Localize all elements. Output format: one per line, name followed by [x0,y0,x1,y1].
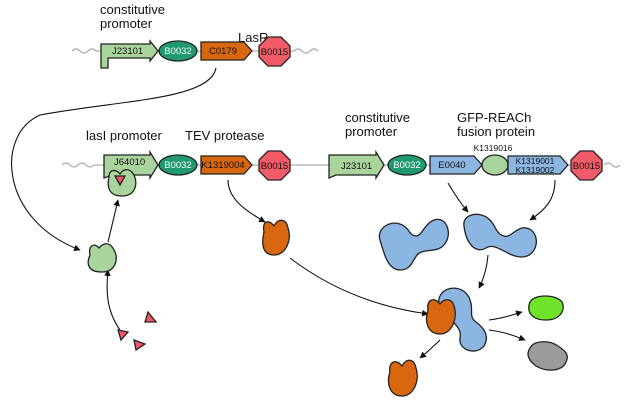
construct-3: J23101 B0032 E0040 K1319016 K1319001 K13… [325,143,621,181]
arrow-k1319-to-fusion [529,179,556,221]
promoter-glyph [100,39,159,69]
arrow-fusion-to-complex [478,254,489,289]
tev-protease-icon [425,299,456,335]
lasr-receptor-icon [87,243,117,273]
c2-terminator-label: B0015 [261,161,288,172]
terminator-glyph [570,150,603,181]
construct3-cds-title: GFP-REACh fusion protein [457,110,535,139]
grey-fragment-icon [527,341,568,371]
c3-cds2b-label: K1319002 [516,165,555,175]
lasr-ahl-complex-icon [107,168,137,197]
tev-protease-icon [262,219,290,256]
c1-promoter-title-line: constitutive [100,2,165,17]
arrow-e0040-to-fusion [447,182,469,213]
arrow-tev-cds-to-protein [227,179,266,223]
blue-fusion-protein-icon [463,213,537,258]
ahl-molecule-icon [133,338,147,352]
arrow-tev-to-cleavage [289,257,429,317]
rbs-glyph [158,154,198,176]
c1-promoter-title-line: promoter [100,16,153,31]
ahl-molecule-icon [144,310,158,323]
c1-promoter-label: J23101 [112,46,143,57]
c3-promoter-title-line: constitutive [345,110,410,125]
construct-2: lasI promoter TEV protease J64010 B0032 … [61,128,325,197]
c3-linker-label: K1319016 [474,143,513,153]
c2-promoter-label: J64010 [114,157,145,168]
c2-rbs-label: B0032 [164,160,191,171]
arrow-complex-to-grey [488,329,526,341]
construct1-promoter-title: constitutive promoter [100,2,169,31]
flow-arrows [11,67,556,359]
cds-glyph [200,155,253,175]
cds-glyph [429,155,483,175]
dna-backbone-right [293,48,319,54]
arrow-lasr-to-receptor [11,67,217,251]
protein-shapes [87,213,568,397]
linker-glyph [481,154,509,176]
c3-terminator-label: B0015 [573,161,600,172]
green-fragment-icon [528,295,564,321]
terminator-glyph [258,36,291,67]
rbs-glyph [158,40,198,62]
c3-cds-title-line: fusion protein [457,124,535,139]
construct2-promoter-title: lasI promoter [86,128,163,143]
cds-glyph [507,155,569,175]
dna-backbone-left-2 [61,162,95,168]
construct3-promoter-title: constitutive promoter [345,110,414,139]
c3-promoter-label: J23101 [341,161,372,172]
rbs-glyph [387,154,427,176]
c2-cds-label: K1319004 [201,160,244,171]
c3-cds-title-line: GFP-REACh [457,110,531,125]
c1-terminator-label: B0015 [261,47,288,58]
c3-cds1-label: E0040 [438,160,465,171]
c1-cds-label: C0179 [209,46,237,57]
c3-rbs-label: B0032 [393,160,420,171]
arrow-receptor-to-promoter [107,199,120,243]
c3-promoter-title-line: promoter [345,124,398,139]
tev-protease-icon [387,359,418,397]
construct2-cds-title: TEV protease [185,128,265,143]
arrow-complex-to-tev [419,339,441,359]
terminator-glyph [258,150,291,181]
promoter-glyph [328,149,385,181]
construct-1: LasR J23101 B0032 C0179 B0015 [71,30,319,69]
construct1-cds-title: LasR [238,30,268,45]
arrow-ahl-to-receptor [104,269,121,331]
c3-cds2a-label: K1319001 [516,156,555,166]
cds-glyph [200,41,253,61]
arrow-complex-to-green [488,310,523,321]
ahl-molecule-icon [113,175,127,187]
dna-backbone-left [71,48,97,54]
c1-rbs-label: B0032 [164,46,191,57]
dna-backbone-right-3 [603,162,621,168]
blue-fusion-protein-icon [378,218,449,271]
ahl-molecule-icon [117,329,130,342]
